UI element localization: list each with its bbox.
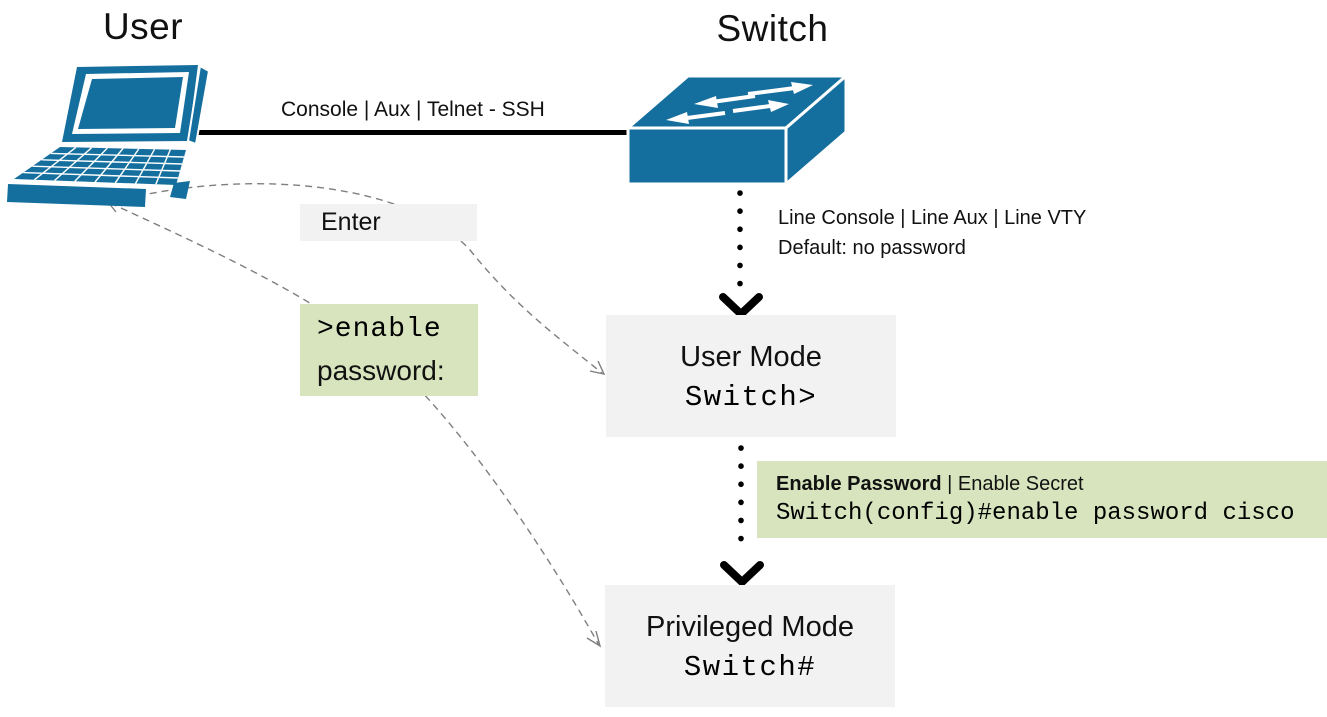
curved-arrow-enable <box>106 201 602 648</box>
privileged-mode-box: Privileged Mode Switch# <box>605 585 895 707</box>
enter-label: Enter <box>300 204 477 241</box>
enable-prompt-box: >enable password: <box>300 304 478 396</box>
enable-secret-text: | Enable Secret <box>941 473 1084 495</box>
enable-prompt-line1: >enable <box>317 314 442 345</box>
laptop-icon <box>7 64 211 207</box>
default-password-line: Default: no password <box>778 237 966 259</box>
connection-line <box>196 130 632 135</box>
enable-prompt-line2: password: <box>317 355 445 386</box>
dotted-connector-top <box>719 190 763 320</box>
curved-arrow-enter <box>137 183 606 375</box>
enable-password-command: Switch(config)#enable password cisco <box>776 500 1295 527</box>
line-options-line: Line Console | Line Aux | Line VTY <box>778 207 1087 229</box>
user-title: User <box>102 6 184 47</box>
switch-icon <box>626 74 848 186</box>
user-mode-prompt: Switch> <box>684 381 818 414</box>
switch-title: Switch <box>716 8 829 49</box>
enable-password-box: Enable Password | Enable Secret Switch(c… <box>757 461 1327 538</box>
user-mode-box: User Mode Switch> <box>606 315 896 437</box>
down-chevron-icon <box>720 561 764 588</box>
dotted-connector-bottom <box>720 445 764 588</box>
user-mode-title: User Mode <box>680 341 822 373</box>
privileged-mode-prompt: Switch# <box>683 651 817 684</box>
connection-label: Console | Aux | Telnet - SSH <box>281 98 545 121</box>
line-options-text: Line Console | Line Aux | Line VTY Defau… <box>778 203 1086 263</box>
privileged-mode-title: Privileged Mode <box>646 611 854 643</box>
enable-password-options: Enable Password | Enable Secret <box>776 470 1327 498</box>
enable-password-bold: Enable Password <box>776 473 942 495</box>
switch-arrows-icon <box>666 82 813 124</box>
down-chevron-icon <box>719 293 763 320</box>
